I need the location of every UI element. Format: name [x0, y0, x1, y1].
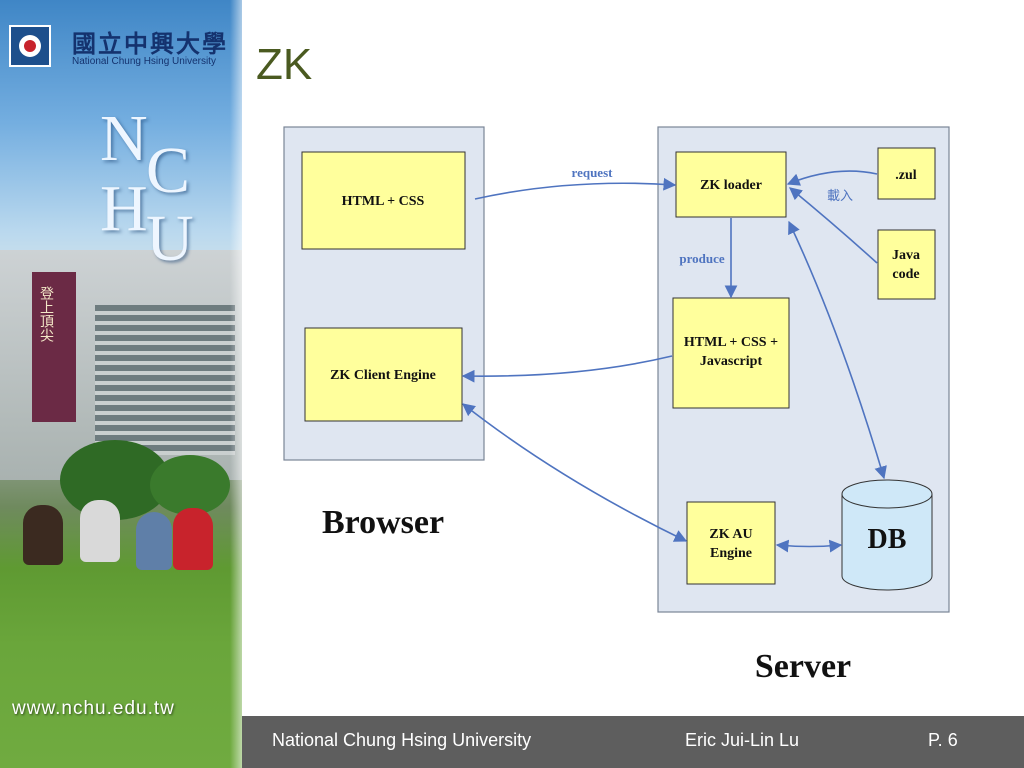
load-label: 載入 [827, 189, 853, 204]
sidebar-edge [230, 0, 242, 768]
request-arrow [474, 177, 677, 200]
website-url: www.nchu.edu.tw [12, 698, 175, 719]
zk-au-engine-label-line1: ZK AU [709, 527, 752, 542]
html-css-js-label-line2: Javascript [700, 354, 763, 369]
university-name-en: National Chung Hsing University [72, 56, 216, 67]
au-db-arrow [775, 539, 843, 553]
footer-bar: National Chung Hsing University Eric Jui… [242, 716, 1024, 768]
slide-title: ZK [256, 40, 313, 89]
db-cylinder [841, 479, 933, 591]
nchu-letter-c: C [146, 134, 191, 207]
response-arrow [461, 355, 673, 383]
java-code-box [877, 229, 936, 300]
zk-client-engine-box [304, 327, 463, 422]
zk-au-engine-box [686, 501, 776, 585]
campus-banner: 登上頂尖 [32, 272, 76, 422]
loader-db-arrow [788, 220, 887, 480]
zk-client-engine-label: ZK Client Engine [330, 368, 436, 383]
zk-au-engine-label-line2: Engine [710, 546, 752, 561]
request-label: request [572, 165, 614, 180]
html-css-label: HTML + CSS [342, 194, 425, 209]
zul-label: .zul [895, 168, 917, 183]
zul-load-arrow [786, 170, 878, 186]
students-photo [18, 500, 223, 580]
zul-box [877, 147, 936, 200]
nchu-letter-u: U [146, 202, 194, 275]
nchu-letter-h: H [100, 172, 148, 245]
footer-university: National Chung Hsing University [272, 730, 532, 750]
java-code-label-line1: Java [892, 248, 920, 263]
produce-label: produce [679, 251, 724, 266]
nchu-letter-n: N [100, 102, 148, 175]
html-css-js-box [672, 297, 790, 409]
brand-sidebar: 登上頂尖 國立中興大學 National Chung Hsing Univers… [0, 0, 242, 768]
html-css-box [301, 151, 466, 250]
java-code-label-line2: code [892, 267, 919, 282]
zk-loader-label: ZK loader [700, 178, 762, 193]
building-windows [95, 305, 235, 455]
university-name-zh: 國立中興大學 [72, 29, 228, 58]
client-au-arrow [461, 403, 688, 542]
page-number: P. 6 [928, 730, 958, 750]
server-label: Server [755, 648, 851, 685]
footer-author: Eric Jui-Lin Lu [685, 730, 800, 750]
db-label: DB [868, 524, 907, 555]
tree-image [150, 455, 230, 515]
browser-label: Browser [322, 504, 444, 541]
banner-text-right: 登上頂尖 [38, 286, 54, 342]
nchu-logo [8, 24, 52, 68]
zk-loader-box [675, 151, 787, 218]
html-css-js-label-line1: HTML + CSS + [684, 335, 778, 350]
